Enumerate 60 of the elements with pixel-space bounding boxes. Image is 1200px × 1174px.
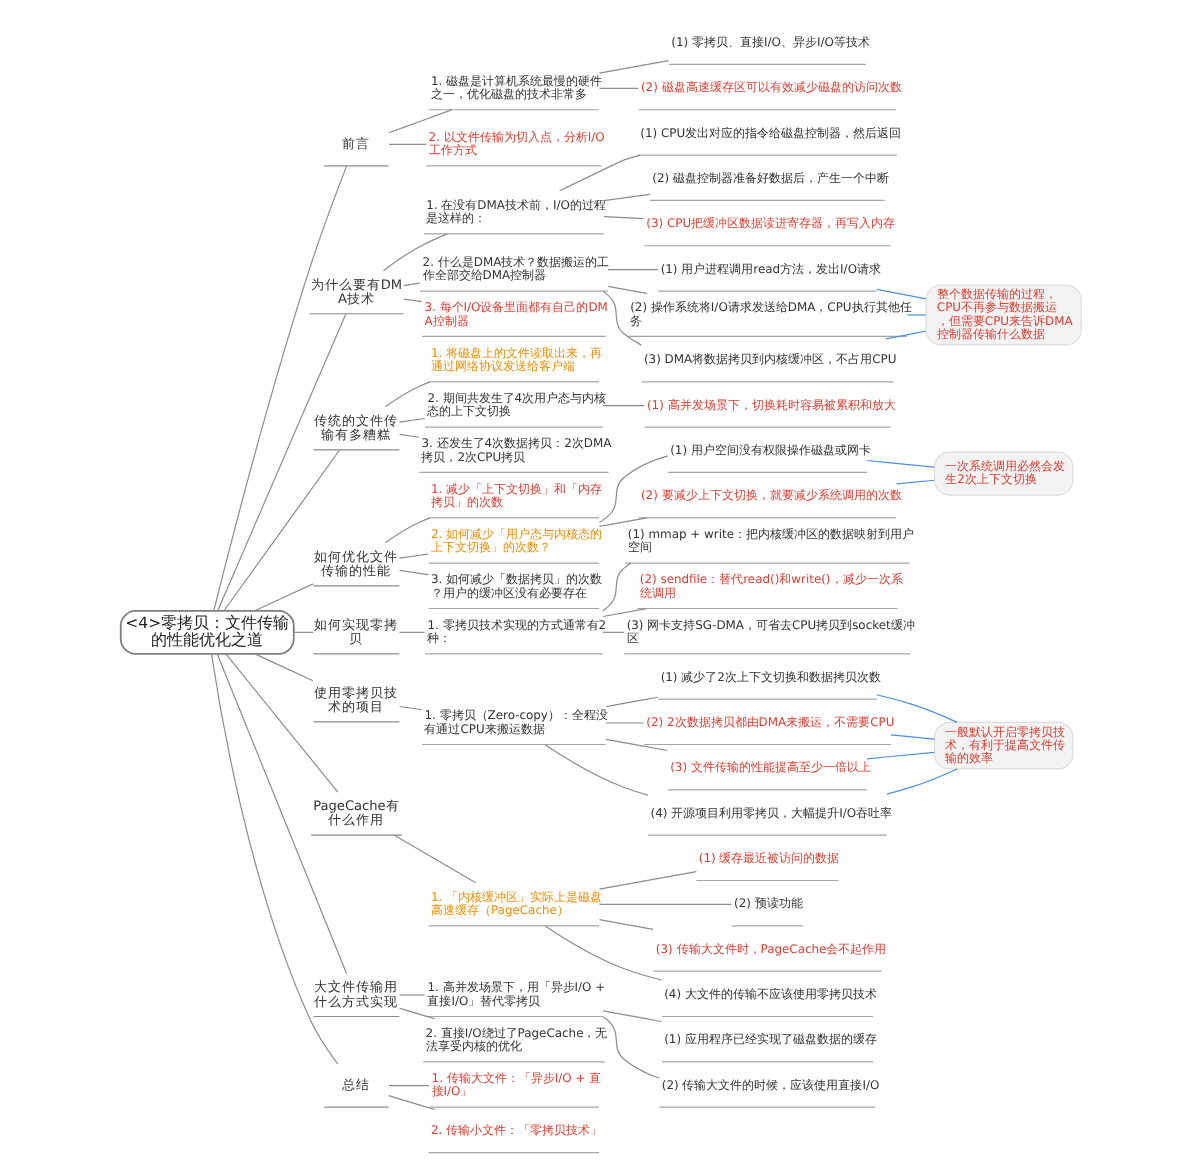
connector bbox=[606, 269, 658, 271]
connector bbox=[387, 143, 426, 145]
connector bbox=[597, 87, 638, 89]
connector bbox=[215, 653, 347, 975]
connector bbox=[601, 290, 641, 346]
connector bbox=[885, 768, 957, 795]
connector bbox=[398, 994, 425, 996]
connector bbox=[398, 631, 425, 633]
connector bbox=[398, 569, 428, 576]
connector bbox=[402, 298, 422, 303]
connector bbox=[209, 653, 338, 1065]
connector bbox=[558, 154, 640, 192]
connector bbox=[224, 653, 338, 793]
connector bbox=[597, 455, 668, 524]
connector bbox=[601, 1010, 662, 1023]
connector bbox=[597, 903, 731, 905]
connector bbox=[905, 314, 926, 316]
connector bbox=[387, 1095, 435, 1111]
connector bbox=[397, 1007, 435, 1020]
connector bbox=[601, 562, 631, 612]
connector bbox=[875, 694, 957, 723]
connector bbox=[387, 109, 452, 134]
connector bbox=[212, 165, 347, 612]
connector bbox=[597, 59, 669, 74]
connector bbox=[604, 738, 668, 752]
connector bbox=[889, 734, 935, 740]
connector bbox=[602, 193, 650, 202]
connector bbox=[543, 925, 662, 981]
connector bbox=[543, 744, 648, 796]
connector bbox=[604, 696, 658, 708]
connector bbox=[597, 871, 696, 890]
connector bbox=[601, 631, 624, 633]
connector bbox=[894, 479, 934, 485]
connector bbox=[253, 583, 313, 612]
connector bbox=[601, 405, 645, 407]
connector bbox=[398, 553, 428, 559]
connector bbox=[383, 381, 430, 408]
connector bbox=[597, 517, 647, 528]
connector bbox=[222, 449, 340, 612]
connector bbox=[865, 459, 934, 468]
connector bbox=[387, 1085, 429, 1087]
connector bbox=[402, 282, 420, 287]
connector bbox=[381, 233, 447, 272]
connector bbox=[597, 919, 653, 930]
connector bbox=[383, 517, 430, 544]
connector bbox=[601, 607, 647, 618]
connector bbox=[216, 313, 346, 612]
connector bbox=[875, 288, 926, 300]
connector bbox=[398, 417, 425, 423]
connector bbox=[884, 330, 926, 340]
connector bbox=[392, 834, 476, 884]
connector bbox=[606, 285, 647, 295]
connector bbox=[601, 1015, 660, 1079]
connector bbox=[292, 631, 313, 633]
connector bbox=[398, 433, 419, 438]
connector bbox=[253, 653, 313, 682]
connector bbox=[604, 722, 644, 724]
connector bbox=[602, 216, 644, 220]
connector bbox=[398, 705, 422, 711]
connector bbox=[865, 751, 934, 760]
